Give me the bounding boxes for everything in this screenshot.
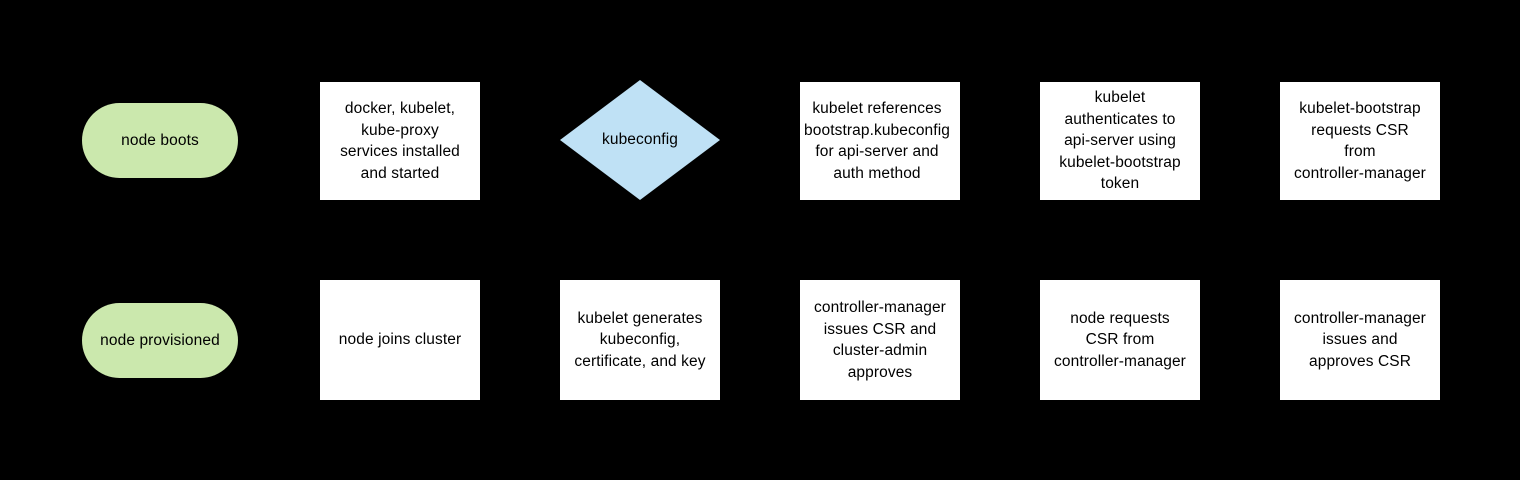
node-label-node-requests-csr: node requests CSR from controller-manage…	[1054, 309, 1186, 370]
node-services-installed[interactable]: docker, kubelet, kube-proxy services ins…	[320, 82, 480, 200]
node-kubelet-generates[interactable]: kubelet generates kubeconfig, certificat…	[560, 280, 720, 400]
node-kubelet-authenticates[interactable]: kubelet authenticates to api-server usin…	[1040, 82, 1200, 200]
node-node-boots[interactable]: node boots	[82, 103, 238, 178]
node-node-joins-cluster[interactable]: node joins cluster	[320, 280, 480, 400]
node-label-kubelet-authenticates: kubelet authenticates to api-server usin…	[1059, 89, 1181, 193]
node-label-kubelet-references-bootstrap: kubelet references bootstrap.kubeconfig …	[804, 100, 950, 182]
node-label-kubelet-generates: kubelet generates kubeconfig, certificat…	[574, 309, 706, 370]
node-label-node-joins-cluster: node joins cluster	[338, 331, 462, 349]
node-label-controller-manager-approves: controller-manager issues and approves C…	[1294, 309, 1426, 370]
node-kubelet-references-bootstrap[interactable]: kubelet references bootstrap.kubeconfig …	[800, 82, 960, 200]
node-label-bootstrap-requests-csr: kubelet-bootstrap requests CSR from cont…	[1294, 100, 1426, 182]
node-node-requests-csr[interactable]: node requests CSR from controller-manage…	[1040, 280, 1200, 400]
node-label-services-installed: docker, kubelet, kube-proxy services ins…	[340, 100, 460, 182]
node-label-controller-manager-issues-csr: controller-manager issues CSR and cluste…	[814, 299, 946, 381]
node-label-kubeconfig: kubeconfig	[602, 131, 678, 149]
node-node-provisioned[interactable]: node provisioned	[82, 303, 238, 378]
node-bootstrap-requests-csr[interactable]: kubelet-bootstrap requests CSR from cont…	[1280, 82, 1440, 200]
node-label-node-boots: node boots	[121, 131, 199, 149]
node-controller-manager-approves[interactable]: controller-manager issues and approves C…	[1280, 280, 1440, 400]
node-kubeconfig[interactable]: kubeconfig	[560, 80, 720, 200]
node-label-node-provisioned: node provisioned	[100, 331, 220, 349]
node-controller-manager-issues-csr[interactable]: controller-manager issues CSR and cluste…	[800, 280, 960, 400]
